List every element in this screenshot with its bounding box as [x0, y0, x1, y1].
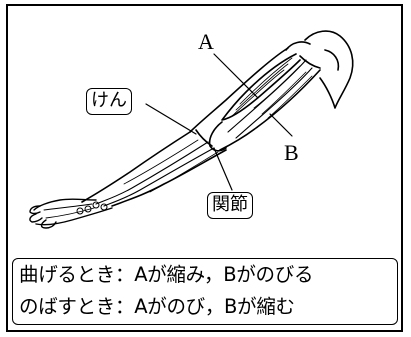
hand — [30, 199, 112, 228]
forearm — [82, 132, 226, 206]
label-joint: 関節 — [207, 192, 253, 219]
pointer-tendon — [146, 104, 196, 134]
pointer-b — [270, 114, 292, 136]
label-tendon: けん — [86, 88, 132, 115]
upper-arm — [190, 48, 320, 150]
label-muscle-a: A — [198, 31, 214, 53]
caption-extend: のばすとき：Aがのび，Bが縮む — [19, 297, 295, 317]
caption-box: 曲げるとき：Aが縮み，Bがのびる のばすとき：Aがのび，Bが縮む — [12, 258, 398, 325]
caption-bend: 曲げるとき：Aが縮み，Bがのびる — [19, 265, 313, 285]
pointer-lines — [146, 54, 292, 190]
label-muscle-b: B — [284, 142, 299, 164]
pointer-joint — [214, 148, 232, 190]
